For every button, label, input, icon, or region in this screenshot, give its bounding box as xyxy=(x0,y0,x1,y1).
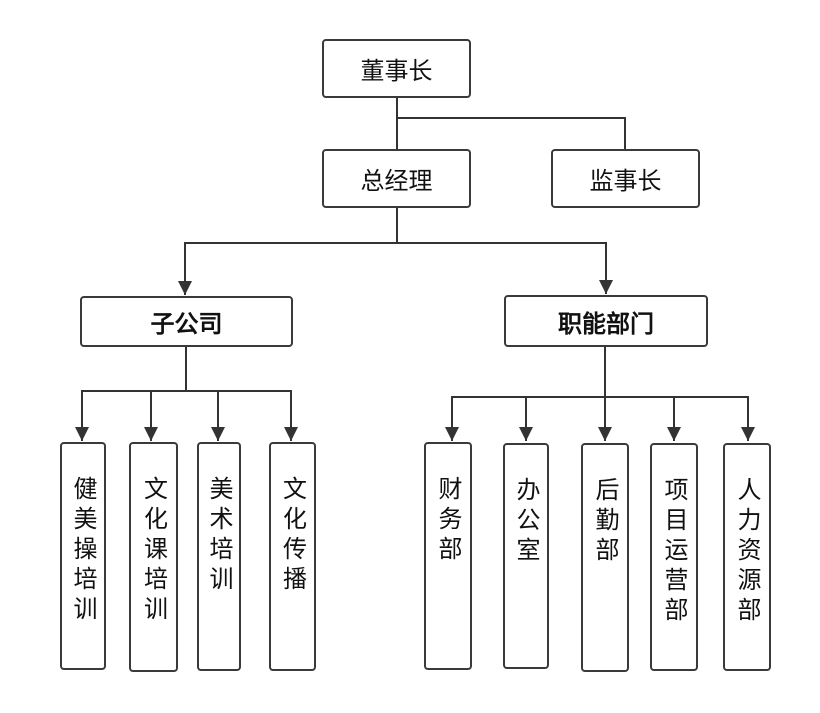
department-3: 后勤部 xyxy=(581,443,629,672)
subsidiary-unit-label: 健美操培训 xyxy=(69,476,97,626)
supervisor-label: 监事长 xyxy=(589,167,662,195)
department-label: 项目运营部 xyxy=(660,477,688,627)
department-label: 财务部 xyxy=(434,476,462,566)
subsidiary-unit-label: 文化课培训 xyxy=(139,476,168,626)
subsidiary-box: 子公司 xyxy=(80,296,293,347)
department-label: 人力资源部 xyxy=(733,477,761,627)
subsidiary-unit-label: 美术培训 xyxy=(205,476,233,596)
department-1: 财务部 xyxy=(424,442,472,670)
chairman-box: 董事长 xyxy=(322,39,471,98)
subsidiary-unit-3: 美术培训 xyxy=(197,442,241,671)
supervisor-box: 监事长 xyxy=(551,149,700,208)
department-5: 人力资源部 xyxy=(723,443,771,671)
functional-departments-label: 职能部门 xyxy=(558,309,654,338)
subsidiary-unit-2: 文化课培训 xyxy=(129,442,178,672)
subsidiary-unit-1: 健美操培训 xyxy=(60,442,106,670)
subsidiary-label: 子公司 xyxy=(150,310,223,338)
department-label: 办公室 xyxy=(512,477,540,567)
department-2: 办公室 xyxy=(503,443,549,669)
general-manager-box: 总经理 xyxy=(322,149,471,208)
subsidiary-unit-label: 文化传播 xyxy=(278,476,307,596)
department-4: 项目运营部 xyxy=(650,443,698,671)
chairman-label: 董事长 xyxy=(360,57,433,85)
department-label: 后勤部 xyxy=(591,477,619,567)
subsidiary-unit-4: 文化传播 xyxy=(269,442,316,671)
general-manager-label: 总经理 xyxy=(360,167,433,195)
functional-departments-box: 职能部门 xyxy=(504,295,708,347)
